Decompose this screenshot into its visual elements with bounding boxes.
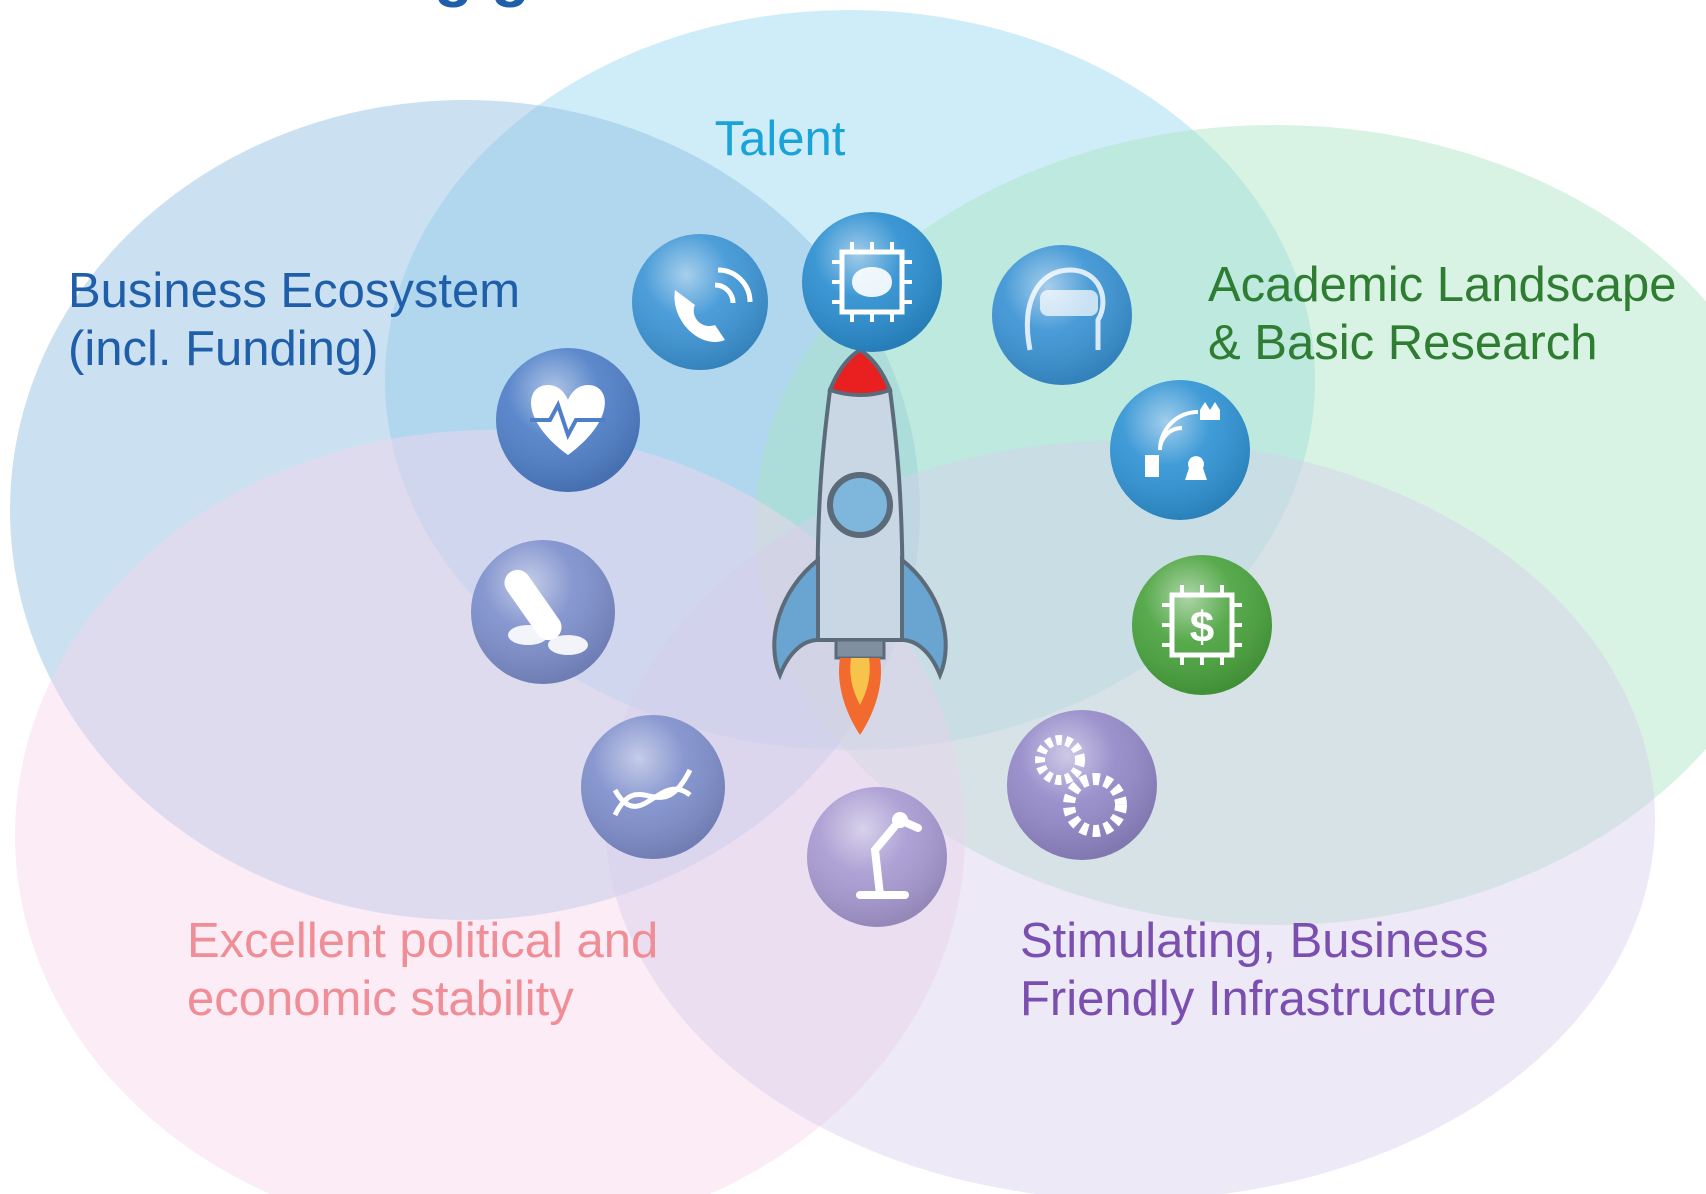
chip-brain-icon bbox=[802, 212, 942, 352]
heart-pulse-icon bbox=[496, 348, 640, 492]
circle-political bbox=[15, 430, 965, 1194]
wireless-chess-icon bbox=[1110, 380, 1250, 520]
label-line: Friendly Infrastructure bbox=[1020, 972, 1497, 1026]
label-academic-landscape: Academic Landscape& Basic Research bbox=[1208, 256, 1677, 372]
dollar-chip-icon: $ bbox=[1132, 555, 1272, 695]
label-line: (incl. Funding) bbox=[68, 322, 379, 376]
svg-text:$: $ bbox=[1190, 603, 1214, 652]
phone-signal-icon bbox=[632, 234, 768, 370]
pill-icon bbox=[471, 540, 615, 684]
label-business-ecosystem: Business Ecosystem(incl. Funding) bbox=[68, 262, 520, 378]
label-line: Stimulating, Business bbox=[1020, 914, 1489, 968]
icons-ring: $ bbox=[471, 212, 1272, 927]
gears-icon bbox=[1007, 710, 1157, 860]
label-line: economic stability bbox=[187, 972, 574, 1026]
label-line: Business Ecosystem bbox=[68, 264, 521, 318]
vr-head-icon bbox=[992, 245, 1132, 385]
label-line: Academic Landscape bbox=[1208, 258, 1677, 312]
rocket-icon bbox=[772, 347, 948, 735]
robot-arm-icon bbox=[807, 787, 947, 927]
label-line: Talent bbox=[714, 112, 846, 166]
header-fragment: ng g bbox=[395, 0, 530, 8]
label-talent: Talent bbox=[715, 110, 846, 168]
label-line: Excellent political and bbox=[187, 914, 659, 968]
dna-icon bbox=[581, 715, 725, 859]
label-line: & Basic Research bbox=[1208, 316, 1598, 370]
